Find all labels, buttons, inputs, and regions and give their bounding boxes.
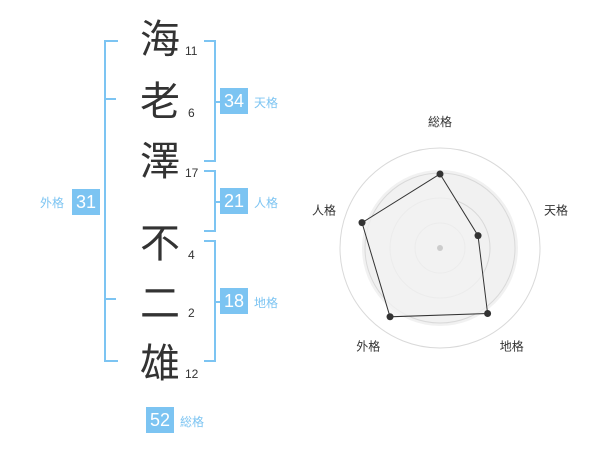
radar-point-2	[484, 310, 492, 318]
soukaku-value: 52	[146, 407, 174, 433]
radar-axis-label-0: 総格	[428, 114, 452, 129]
radar-axis-label-2: 地格	[500, 339, 524, 354]
jinkaku-label: 人格	[254, 196, 279, 210]
radar-point-3	[386, 313, 394, 321]
radar-axis-label-1: 天格	[544, 202, 568, 217]
jinkaku-bracket-tick	[214, 201, 220, 203]
name-char-3: 澤	[140, 139, 180, 185]
name-char-2: 老	[140, 79, 180, 125]
gaikaku-bracket-tick-upper	[104, 98, 116, 100]
name-char-6: 雄	[140, 341, 180, 387]
name-char-5: 二	[140, 281, 180, 327]
radar-point-4	[358, 219, 366, 227]
gaikaku-bracket-tick-lower	[104, 298, 116, 300]
gaikaku-value: 31	[72, 189, 100, 215]
gaikaku-label: 外格	[40, 196, 65, 210]
stroke-count-4: 4	[188, 248, 195, 262]
radar-points	[358, 170, 492, 321]
radar-point-0	[436, 170, 444, 178]
tenkaku-value: 34	[220, 88, 248, 114]
radar-polygon	[361, 173, 489, 318]
radar-point-1	[474, 232, 482, 240]
stroke-count-1: 11	[185, 44, 198, 58]
radar-center-dot	[437, 245, 443, 251]
tenkaku-label: 天格	[254, 96, 279, 110]
name-char-4: 不	[140, 221, 180, 267]
stroke-count-6: 12	[185, 367, 199, 381]
chikaku-bracket-tick	[214, 301, 220, 303]
name-char-1: 海	[140, 17, 180, 63]
stroke-count-5: 2	[188, 306, 195, 320]
radar-axis-label-3: 外格	[356, 339, 380, 354]
radar-axis-label-4: 人格	[312, 202, 336, 217]
chikaku-value: 18	[220, 288, 248, 314]
gaikaku-bracket	[104, 40, 118, 362]
jinkaku-value: 21	[220, 188, 248, 214]
tenkaku-bracket-tick	[214, 101, 220, 103]
chikaku-label: 地格	[254, 296, 279, 310]
soukaku-label: 総格	[180, 415, 205, 429]
stroke-count-3: 17	[185, 166, 199, 180]
stroke-count-2: 6	[188, 106, 195, 120]
